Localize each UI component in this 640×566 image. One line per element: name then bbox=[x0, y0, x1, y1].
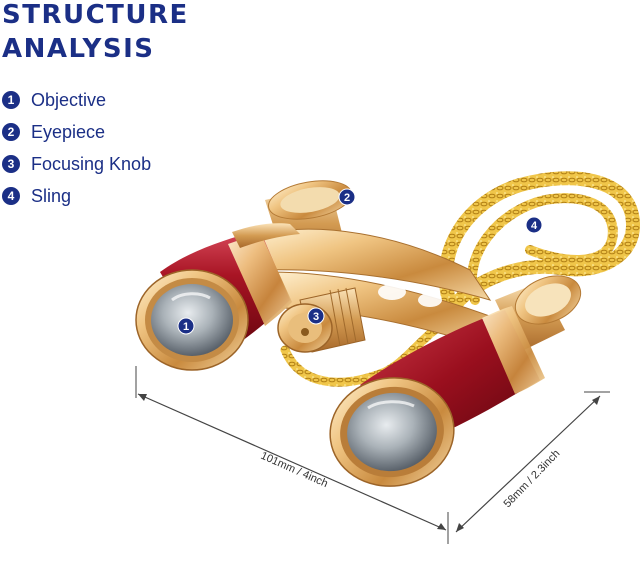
marker-sling: 4 bbox=[525, 216, 543, 234]
section-title: STRUCTURE ANALYSIS bbox=[2, 0, 189, 66]
number-badge-4: 4 bbox=[2, 187, 20, 205]
legend-label-eyepiece: Eyepiece bbox=[31, 121, 106, 142]
legend-item-sling: 4 Sling bbox=[2, 180, 151, 212]
legend-list: 1 Objective 2 Eyepiece 3 Focusing Knob 4… bbox=[2, 84, 151, 212]
marker-objective: 1 bbox=[177, 317, 195, 335]
marker-focusing-knob: 3 bbox=[307, 307, 325, 325]
marker-text-2: 2 bbox=[344, 192, 350, 204]
title-line-2: ANALYSIS bbox=[2, 34, 155, 64]
title-line-1: STRUCTURE bbox=[2, 0, 189, 30]
legend-item-focusing-knob: 3 Focusing Knob bbox=[2, 148, 151, 180]
marker-eyepiece: 2 bbox=[338, 188, 356, 206]
number-badge-2: 2 bbox=[2, 123, 20, 141]
legend-item-eyepiece: 2 Eyepiece bbox=[2, 116, 151, 148]
legend-label-focusing-knob: Focusing Knob bbox=[31, 153, 152, 174]
right-objective bbox=[329, 377, 455, 487]
marker-text-1: 1 bbox=[183, 321, 189, 333]
number-badge-3: 3 bbox=[2, 155, 20, 173]
legend-label-sling: Sling bbox=[31, 185, 72, 206]
number-badge-1: 1 bbox=[2, 91, 20, 109]
legend-item-objective: 1 Objective bbox=[2, 84, 151, 116]
width-dimension-label: 101mm / 4inch bbox=[259, 450, 330, 490]
depth-dimension-label: 58mm / 2.3inch bbox=[502, 448, 563, 510]
marker-text-4: 4 bbox=[531, 220, 538, 232]
center-bridge bbox=[254, 228, 496, 346]
legend-label-objective: Objective bbox=[31, 89, 107, 110]
marker-text-3: 3 bbox=[313, 311, 319, 323]
